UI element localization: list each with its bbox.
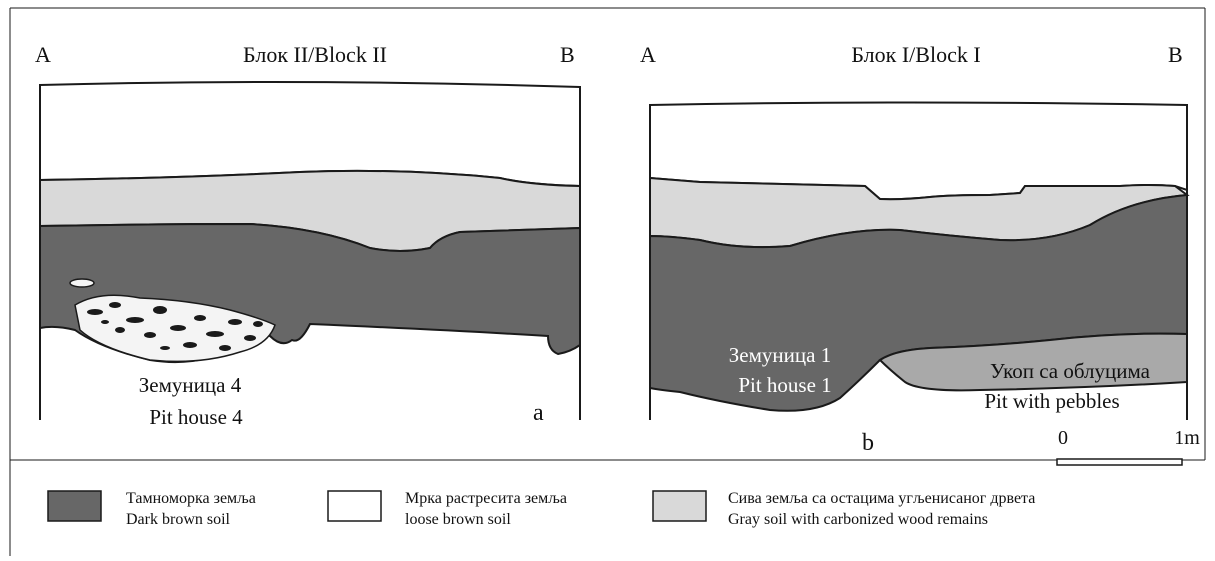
legend-swatch-dark-brown [47, 490, 102, 522]
panel-a-debris-marks [87, 302, 263, 351]
panel-b-title: Блок I/Block I [851, 42, 980, 67]
legend-gray-label-sr: Сива земља са остацима угљенисаног дрвет… [728, 490, 1035, 507]
panel-a-pit-label-en: Pit house 4 [149, 405, 243, 429]
legend-swatch-loose-brown [327, 490, 382, 522]
panel-b-letter: b [862, 430, 874, 456]
panel-a-letter: a [533, 400, 544, 426]
panel-b-pit-label-sr: Земуница 1 [729, 343, 831, 367]
panel-a-right-label: B [560, 42, 575, 67]
legend-gray-label-en: Gray soil with carbonized wood remains [728, 511, 988, 528]
panel-b-left-label: A [640, 42, 656, 67]
panel-b-pit-label-en: Pit house 1 [738, 373, 831, 397]
legend-dark-brown-label-sr: Тамноморка земља [126, 490, 256, 507]
legend-dark-brown-label-en: Dark brown soil [126, 511, 231, 528]
legend: Тамноморка земља Dark brown soil Мрка ра… [47, 490, 1035, 528]
scale-end-label: 1m [1174, 427, 1200, 449]
legend-loose-brown-label-sr: Мрка растресита земља [405, 490, 567, 507]
panel-b-pebbles-label-sr: Укоп са облуцима [990, 359, 1151, 383]
panel-a-loose-brown-layer [39, 80, 581, 188]
panel-a-section: A Блок II/Block II B Земуница 4 Pit hous… [35, 42, 581, 429]
scale-start-label: 0 [1058, 427, 1068, 449]
panel-b-right-label: B [1168, 42, 1183, 67]
scale-bar [1056, 458, 1183, 466]
panel-a-left-label: A [35, 42, 51, 67]
panel-a-pit-label-sr: Земуница 4 [139, 373, 242, 397]
panel-a-pebble [69, 278, 95, 288]
panel-b-pebbles-label-en: Pit with pebbles [984, 389, 1119, 413]
panel-b-section: A Блок I/Block I B Земуница 1 Pit house … [640, 42, 1200, 466]
legend-swatch-gray [652, 490, 707, 522]
panel-a-title: Блок II/Block II [243, 42, 387, 67]
legend-loose-brown-label-en: loose brown soil [405, 511, 511, 528]
